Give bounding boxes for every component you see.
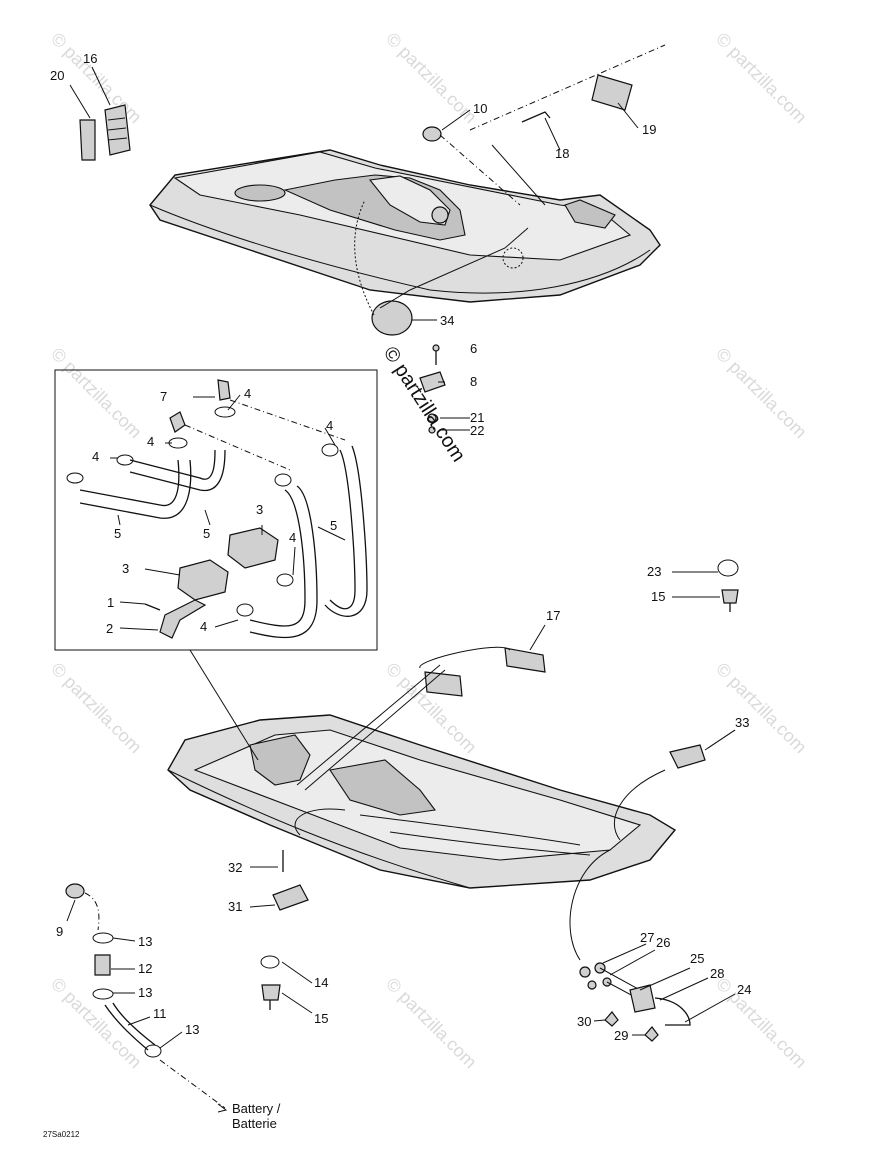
- callout-13: 13: [185, 1022, 199, 1037]
- callout-20: 20: [50, 68, 64, 83]
- center-lower-parts: [260, 850, 309, 1010]
- callout-19: 19: [642, 122, 656, 137]
- callout-34: 34: [440, 313, 454, 328]
- callout-9: 9: [56, 924, 63, 939]
- watermark-text: © partzilla.com: [382, 974, 480, 1072]
- deck-parts-top: [422, 44, 666, 206]
- label-plate: [591, 74, 633, 111]
- callout-4: 4: [326, 418, 333, 433]
- callout-14: 14: [314, 975, 328, 990]
- callout-5: 5: [114, 526, 121, 541]
- callout-leaders: [66, 66, 736, 1049]
- storage-cover-disc: [371, 300, 413, 336]
- right-lower-parts: [579, 559, 739, 1042]
- battery-label: Battery /: [232, 1101, 281, 1116]
- callout-6: 6: [470, 341, 477, 356]
- callout-32: 32: [228, 860, 242, 875]
- callout-27: 27: [640, 930, 654, 945]
- callout-24: 24: [737, 982, 751, 997]
- clip-parts: [79, 104, 131, 161]
- callout-22: 22: [470, 423, 484, 438]
- spring: [504, 647, 546, 673]
- callout-29: 29: [614, 1028, 628, 1043]
- callout-25: 25: [690, 951, 704, 966]
- callout-numbers: 20 16 10 18 19 34 6 8 21 22 7 4 4 4 4 5 …: [50, 51, 751, 1043]
- grommet: [422, 126, 442, 142]
- callout-4: 4: [92, 449, 99, 464]
- callout-4: 4: [289, 530, 296, 545]
- callout-1: 1: [107, 595, 114, 610]
- callout-15: 15: [651, 589, 665, 604]
- upper-deck: [149, 149, 661, 336]
- callout-4: 4: [244, 386, 251, 401]
- callout-30: 30: [577, 1014, 591, 1029]
- callout-33: 33: [735, 715, 749, 730]
- callout-21: 21: [470, 410, 484, 425]
- small-hardware-top: [419, 344, 446, 434]
- hose-assembly-inset: [54, 369, 378, 651]
- callout-11: 11: [153, 1006, 167, 1021]
- callout-3: 3: [122, 561, 129, 576]
- callout-17: 17: [546, 608, 560, 623]
- callout-16: 16: [83, 51, 97, 66]
- callout-15: 15: [314, 1011, 328, 1026]
- watermark-text: © partzilla.com: [47, 344, 145, 442]
- callout-5: 5: [203, 526, 210, 541]
- callout-10: 10: [473, 101, 487, 116]
- callout-7: 7: [160, 389, 167, 404]
- callout-23: 23: [647, 564, 661, 579]
- watermark-text: © partzilla.com: [712, 974, 810, 1072]
- drawing-code: 27Sa0212: [43, 1130, 80, 1139]
- battery-label-fr: Batterie: [232, 1116, 277, 1131]
- callout-3: 3: [256, 502, 263, 517]
- callout-8: 8: [470, 374, 477, 389]
- watermark-text: © partzilla.com: [712, 344, 810, 442]
- vent-cap: [65, 883, 85, 899]
- callout-13: 13: [138, 985, 152, 1000]
- callout-12: 12: [138, 961, 152, 976]
- watermark-text-center: © partzilla.com: [379, 343, 470, 466]
- callout-4: 4: [147, 434, 154, 449]
- callout-2: 2: [106, 621, 113, 636]
- watermark-text: © partzilla.com: [712, 29, 810, 127]
- spring: [424, 671, 463, 697]
- watermark-text: © partzilla.com: [47, 659, 145, 757]
- callout-26: 26: [656, 935, 670, 950]
- callout-28: 28: [710, 966, 724, 981]
- fuel-line-parts: [65, 883, 228, 1113]
- watermark-text: © partzilla.com: [47, 974, 145, 1072]
- callout-13: 13: [138, 934, 152, 949]
- watermark-text: © partzilla.com: [712, 659, 810, 757]
- callout-5: 5: [330, 518, 337, 533]
- callout-4: 4: [200, 619, 207, 634]
- callout-18: 18: [555, 146, 569, 161]
- callout-31: 31: [228, 899, 242, 914]
- lower-hull: [167, 646, 736, 961]
